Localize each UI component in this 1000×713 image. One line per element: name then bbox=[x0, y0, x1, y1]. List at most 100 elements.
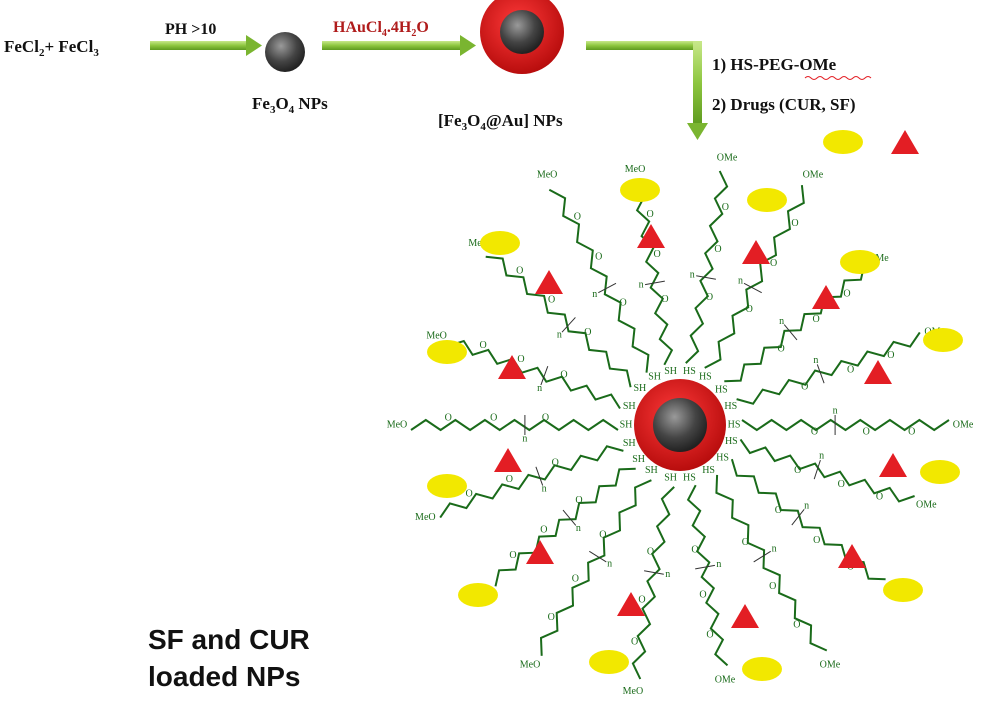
oxygen-label: O bbox=[490, 412, 497, 423]
oxygen-label: O bbox=[572, 573, 579, 584]
peg-chain bbox=[494, 467, 636, 587]
oxygen-label: O bbox=[706, 629, 713, 640]
thiol-label: SH bbox=[664, 366, 677, 377]
curcumin-drug-marker bbox=[920, 460, 960, 484]
methoxy-terminal-label: OMe bbox=[820, 659, 841, 670]
repeat-bracket bbox=[695, 564, 715, 570]
thiol-label: HS bbox=[724, 401, 737, 412]
sorafenib-drug-marker bbox=[617, 592, 645, 616]
curcumin-drug-marker bbox=[620, 178, 660, 202]
caption-line-2: loaded NPs bbox=[148, 661, 301, 692]
oxygen-label: O bbox=[574, 211, 581, 222]
thiol-label: SH bbox=[633, 383, 646, 394]
sorafenib-drug-marker bbox=[526, 540, 554, 564]
sorafenib-drug-marker bbox=[742, 240, 770, 264]
oxygen-label: O bbox=[638, 594, 645, 605]
oxygen-label: O bbox=[722, 202, 729, 213]
oxygen-label: O bbox=[445, 412, 452, 423]
thiol-label: HS bbox=[728, 419, 741, 430]
methoxy-terminal-label: OMe bbox=[715, 674, 736, 685]
step2-label: 2) Drugs (CUR, SF) bbox=[712, 95, 856, 114]
repeat-n-label: n bbox=[522, 433, 527, 444]
thiol-label: SH bbox=[620, 419, 633, 430]
fe3o4-nanoparticle bbox=[265, 32, 305, 72]
repeat-bracket bbox=[540, 366, 549, 386]
repeat-n-label: n bbox=[819, 451, 824, 462]
caption-line-1: SF and CUR bbox=[148, 624, 310, 655]
repeat-bracket bbox=[598, 282, 617, 294]
sorafenib-drug-marker bbox=[498, 355, 526, 379]
peg-chain bbox=[715, 474, 828, 652]
oxygen-label: O bbox=[653, 249, 660, 260]
repeat-bracket bbox=[644, 570, 664, 575]
oxygen-label: O bbox=[838, 479, 845, 490]
repeat-n-label: n bbox=[833, 405, 838, 416]
repeat-n-label: n bbox=[716, 559, 721, 570]
oxygen-label: O bbox=[699, 590, 706, 601]
peg-chain bbox=[548, 188, 650, 373]
curcumin-drug-marker bbox=[923, 328, 963, 352]
repeat-n-label: n bbox=[592, 289, 597, 300]
thiol-label: SH bbox=[664, 472, 677, 483]
oxygen-label: O bbox=[595, 252, 602, 263]
caption: SF and CUR loaded NPs bbox=[148, 621, 310, 695]
repeat-bracket bbox=[816, 364, 825, 384]
peg-chain bbox=[447, 339, 621, 410]
oxygen-label: O bbox=[560, 370, 567, 381]
sorafenib-drug-marker bbox=[731, 604, 759, 628]
sorafenib-drug-marker bbox=[879, 453, 907, 477]
curcumin-drug-marker bbox=[427, 340, 467, 364]
oxygen-label: O bbox=[619, 297, 626, 308]
peg-chain bbox=[410, 418, 619, 432]
curcumin-drug-marker bbox=[747, 188, 787, 212]
repeat-bracket bbox=[535, 466, 544, 486]
repeat-bracket bbox=[791, 508, 805, 526]
oxygen-label: O bbox=[770, 258, 777, 269]
methoxy-terminal-label: OMe bbox=[916, 499, 937, 510]
curcumin-drug-marker bbox=[480, 231, 520, 255]
oxygen-label: O bbox=[847, 365, 854, 376]
oxygen-label: O bbox=[794, 465, 801, 476]
thiol-label: HS bbox=[683, 366, 696, 377]
drug-molecules bbox=[427, 130, 963, 681]
thiol-label: HS bbox=[702, 465, 715, 476]
peg-chain bbox=[741, 418, 950, 432]
methoxy-terminal-label: MeO bbox=[623, 686, 644, 697]
oxygen-label: O bbox=[742, 537, 749, 548]
repeat-n-label: n bbox=[576, 523, 581, 534]
thiol-label: SH bbox=[623, 401, 636, 412]
peg-chain bbox=[631, 486, 675, 680]
peg-chain bbox=[485, 255, 632, 388]
thiol-label: SH bbox=[648, 372, 661, 383]
spellcheck-underline bbox=[804, 76, 872, 80]
curcumin-drug-marker bbox=[883, 578, 923, 602]
repeat-n-label: n bbox=[772, 543, 777, 554]
oxygen-label: O bbox=[661, 294, 668, 305]
oxygen-label: O bbox=[777, 344, 784, 355]
oxygen-label: O bbox=[480, 340, 487, 351]
peg-chain bbox=[739, 438, 915, 503]
repeat-n-label: n bbox=[607, 558, 612, 569]
curcumin-drug-marker bbox=[427, 474, 467, 498]
thiol-label: SH bbox=[645, 465, 658, 476]
repeat-bracket bbox=[783, 324, 798, 341]
peg-chain bbox=[685, 170, 729, 364]
central-core-shell-nanoparticle bbox=[634, 379, 726, 471]
peg-chain bbox=[631, 183, 674, 366]
repeat-bracket bbox=[562, 509, 577, 526]
methoxy-terminal-label: MeO bbox=[537, 169, 558, 180]
oxygen-label: O bbox=[575, 495, 582, 506]
thiol-label: HS bbox=[699, 372, 712, 383]
oxygen-label: O bbox=[876, 491, 883, 502]
oxygen-label: O bbox=[516, 266, 523, 277]
oxygen-label: O bbox=[908, 426, 915, 437]
oxygen-label: O bbox=[812, 314, 819, 325]
curcumin-drug-marker bbox=[458, 583, 498, 607]
methoxy-terminal-label: MeO bbox=[625, 164, 646, 175]
oxygen-label: O bbox=[791, 218, 798, 229]
sorafenib-drug-marker bbox=[838, 544, 866, 568]
repeat-bracket bbox=[753, 550, 771, 563]
repeat-n-label: n bbox=[813, 355, 818, 366]
oxygen-label: O bbox=[706, 292, 713, 303]
